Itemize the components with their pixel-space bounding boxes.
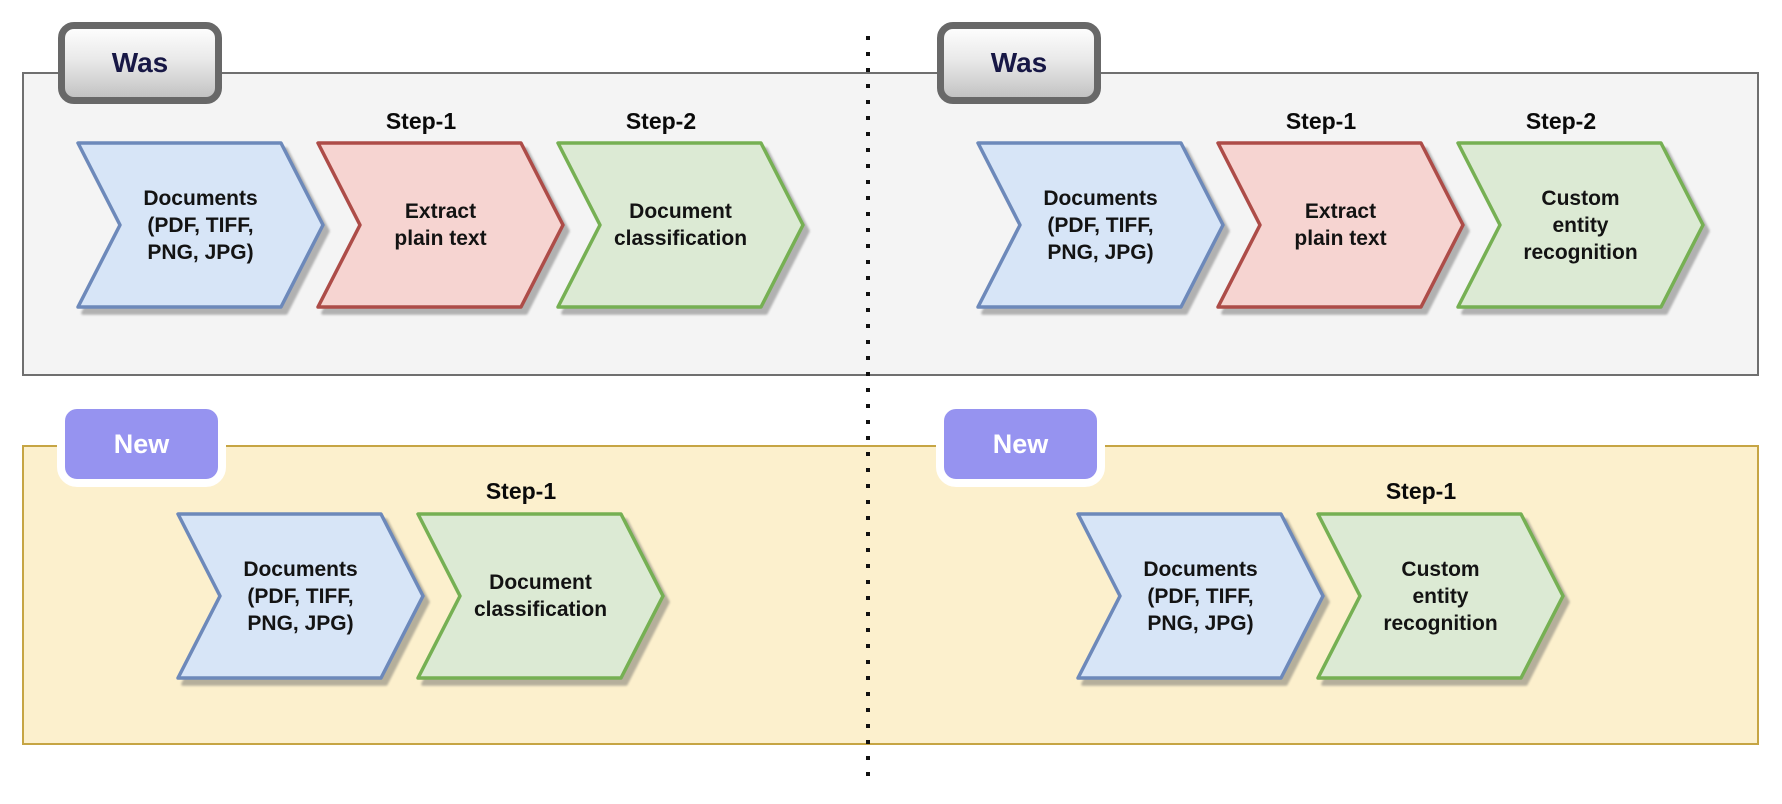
- chevron-label-line: PNG, JPG): [147, 240, 254, 264]
- chevron-label-line: plain text: [1294, 227, 1387, 250]
- chevron-extract-was-left: Extract plain text: [316, 141, 565, 309]
- new-badge-label: New: [992, 428, 1049, 459]
- chevron-label: Documents (PDF, TIFF, PNG, JPG): [178, 514, 423, 678]
- chevron-documents-new-left: Documents (PDF, TIFF, PNG, JPG): [176, 512, 425, 680]
- chevron-arrow-shape: [316, 141, 565, 309]
- chevron-label-line: Documents: [143, 186, 258, 210]
- was-badge-label: Was: [990, 47, 1048, 78]
- step-label-new-left-1: Step-1: [485, 478, 557, 504]
- chevron-documents-new-right: Documents (PDF, TIFF, PNG, JPG): [1076, 512, 1325, 680]
- chevron-label-line: entity: [1412, 584, 1469, 608]
- chevron-arrow-shape: [1076, 512, 1325, 680]
- chevron-label-line: PNG, JPG): [1147, 611, 1254, 635]
- chevron-custom-entity-was-right: Custom entity recognition: [1456, 141, 1705, 309]
- chevron-label-line: classification: [473, 598, 608, 621]
- chevron-label: Documents (PDF, TIFF, PNG, JPG): [1078, 514, 1323, 678]
- chevron-label: Extract plain text: [318, 143, 563, 307]
- step-label-was-right-2: Step-2: [1525, 108, 1597, 134]
- chevron-documents-was-right: Documents (PDF, TIFF, PNG, JPG): [976, 141, 1225, 309]
- chevron-label: Document classification: [418, 514, 663, 678]
- chevron-label-line: Documents: [1043, 186, 1158, 210]
- chevron-classification-new-left: Document classification: [416, 512, 665, 680]
- chevron-label-line: (PDF, TIFF,: [1147, 584, 1254, 608]
- chevron-extract-was-right: Extract plain text: [1216, 141, 1465, 309]
- chevron-label-line: Document: [629, 200, 732, 223]
- dotted-divider: [866, 36, 870, 786]
- chevron-polygon: [416, 512, 665, 680]
- chevron-polygon: [176, 512, 425, 680]
- chevron-polygon: [1456, 141, 1705, 309]
- chevron-arrow-shape: [976, 141, 1225, 309]
- was-badge-label: Was: [111, 47, 169, 78]
- was-badge-right: Was: [937, 22, 1101, 104]
- chevron-label-line: Custom: [1541, 186, 1620, 210]
- new-badge-label: New: [113, 428, 170, 459]
- chevron-label-line: PNG, JPG): [247, 611, 354, 635]
- chevron-classification-was-left: Document classification: [556, 141, 805, 309]
- was-badge-left: Was: [58, 22, 222, 104]
- step-label-was-left-1: Step-1: [385, 108, 457, 134]
- chevron-arrow-shape: [416, 512, 665, 680]
- chevron-arrow-shape: [1316, 512, 1565, 680]
- chevron-arrow-shape: [1216, 141, 1465, 309]
- chevron-label-line: Document: [489, 571, 592, 594]
- chevron-polygon: [556, 141, 805, 309]
- new-badge-left: New: [57, 401, 226, 487]
- chevron-label-line: PNG, JPG): [1047, 240, 1154, 264]
- chevron-label-line: entity: [1552, 213, 1609, 237]
- chevron-label-line: classification: [613, 227, 748, 250]
- chevron-arrow-shape: [556, 141, 805, 309]
- new-badge-right: New: [936, 401, 1105, 487]
- chevron-label: Custom entity recognition: [1318, 514, 1563, 678]
- step-label-new-right-1: Step-1: [1385, 478, 1457, 504]
- chevron-polygon: [1076, 512, 1325, 680]
- chevron-polygon: [316, 141, 565, 309]
- chevron-label: Custom entity recognition: [1458, 143, 1703, 307]
- chevron-label: Document classification: [558, 143, 803, 307]
- chevron-label: Documents (PDF, TIFF, PNG, JPG): [78, 143, 323, 307]
- chevron-label-line: plain text: [394, 227, 487, 250]
- chevron-label-line: Custom: [1401, 557, 1480, 581]
- chevron-label-line: (PDF, TIFF,: [147, 213, 254, 237]
- chevron-label-line: Documents: [243, 557, 358, 581]
- chevron-label-line: recognition: [1523, 240, 1638, 264]
- chevron-label-line: (PDF, TIFF,: [1047, 213, 1154, 237]
- chevron-label: Extract plain text: [1218, 143, 1463, 307]
- chevron-polygon: [1216, 141, 1465, 309]
- step-label-was-left-2: Step-2: [625, 108, 697, 134]
- chevron-arrow-shape: [1456, 141, 1705, 309]
- chevron-polygon: [1316, 512, 1565, 680]
- chevron-label-line: Extract: [1304, 200, 1377, 223]
- chevron-polygon: [976, 141, 1225, 309]
- chevron-arrow-shape: [176, 512, 425, 680]
- chevron-label-line: (PDF, TIFF,: [247, 584, 354, 608]
- chevron-label-line: recognition: [1383, 611, 1498, 635]
- step-label-was-right-1: Step-1: [1285, 108, 1357, 134]
- chevron-documents-was-left: Documents (PDF, TIFF, PNG, JPG): [76, 141, 325, 309]
- chevron-custom-entity-new-right: Custom entity recognition: [1316, 512, 1565, 680]
- chevron-label-line: Extract: [404, 200, 477, 223]
- chevron-arrow-shape: [76, 141, 325, 309]
- chevron-polygon: [76, 141, 325, 309]
- chevron-label-line: Documents: [1143, 557, 1258, 581]
- chevron-label: Documents (PDF, TIFF, PNG, JPG): [978, 143, 1223, 307]
